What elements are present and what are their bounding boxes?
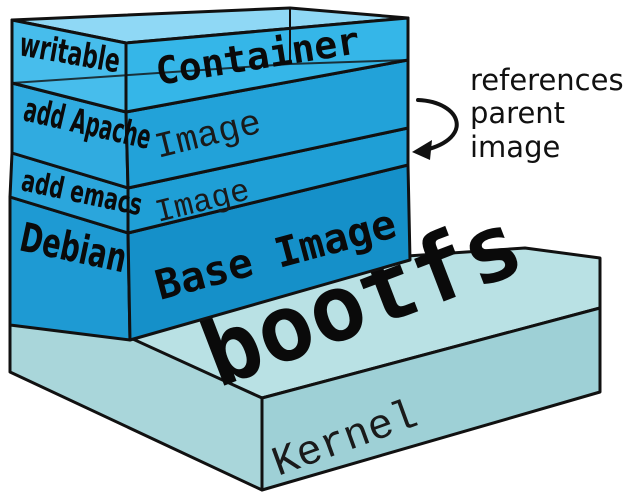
kernel-front-face	[260, 306, 602, 492]
annotation-line-2: parent	[470, 96, 565, 130]
container-inner-edge	[289, 59, 409, 65]
container-inner-edge	[11, 63, 291, 84]
annotation-line-1: references	[470, 63, 624, 97]
container-layer: writable Container	[10, 6, 410, 114]
arrow-head-icon	[412, 140, 432, 160]
parent-reference-annotation: references parent image	[412, 63, 624, 164]
curved-arrow	[416, 98, 459, 152]
apache-image-layer: add Apache Image	[10, 58, 410, 190]
annotation-line-3: image	[470, 130, 560, 164]
